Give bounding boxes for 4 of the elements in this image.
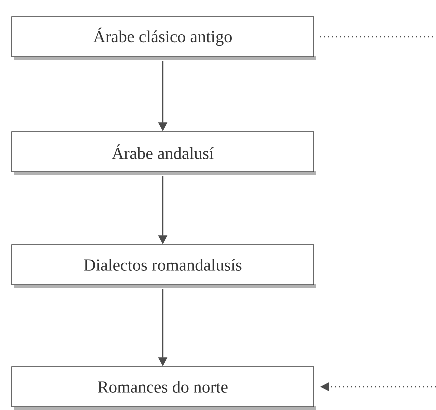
process-box: Árabe andalusí <box>12 132 316 175</box>
process-box: Romances do norte <box>12 366 316 410</box>
process-box: Árabe clásico antigo <box>12 16 316 60</box>
process-box: Dialectos romandalusís <box>12 244 316 288</box>
